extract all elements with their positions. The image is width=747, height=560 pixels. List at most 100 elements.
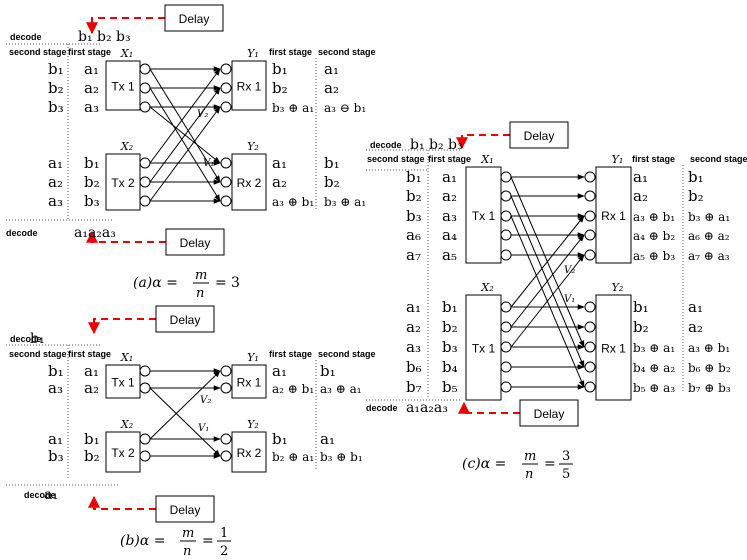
panel_c-rx2-port	[584, 361, 596, 373]
panel_c-tx1-first-stage-symbol: a₂	[442, 187, 457, 205]
panel_b-v1-label: V₁	[198, 423, 209, 434]
panel_b-delay-label-top: Delay	[170, 313, 201, 327]
panel_c-rx1-second-stage-symbol: a₆ ⊕ a₂	[688, 229, 730, 243]
panel_b-tx2-first-stage-symbol: b₂	[84, 447, 100, 465]
panel_b-caption-equals: =	[202, 533, 214, 549]
panel_c-rx1-name: Rx 1	[601, 209, 626, 223]
panel_b-rx2-first-stage-symbol: b₁	[272, 430, 288, 448]
panel_a-tx1-first-stage-symbol: a₁	[84, 60, 99, 78]
panel_c-rx2-name: Rx 1	[601, 342, 626, 356]
panel_c-caption-prefix: (c)α =	[462, 456, 506, 472]
panel_c-tx2-box	[465, 294, 502, 401]
panel_c-tx1-port	[500, 249, 512, 261]
panel_c-feedback-bottom	[458, 401, 520, 414]
panel_c-delay-label-bottom: Delay	[534, 407, 565, 421]
panel_a-v1-label: V₁	[203, 158, 214, 169]
panel_b-tx1-first-stage-symbol: a₁	[84, 362, 99, 380]
panel_a-delay-box-top	[164, 4, 224, 32]
panel_b-delay-box-top	[155, 305, 215, 333]
panel_b-feedback-bottom	[88, 495, 156, 510]
panel_c-tx1-first-stage-symbol: a₁	[442, 168, 457, 186]
panel_a-delay-label-top: Delay	[179, 12, 210, 26]
panel_c-tx1-second-stage-symbol: b₂	[406, 187, 422, 205]
panel_c-tx1-box	[465, 166, 502, 264]
panel_a-tx2-port	[139, 157, 151, 169]
panel_b-tx1-first-stage-symbol: a₂	[84, 379, 99, 397]
panel_a-header-first-stage-right: first stage	[269, 47, 312, 57]
panel_c-tx2-first-stage-symbol: b₄	[442, 358, 458, 376]
panel_b-decode-bottom-symbols: a₁	[44, 487, 58, 503]
panel_a-node-y1: Y₁	[247, 47, 259, 60]
panel_b-tx1-port	[139, 365, 151, 377]
panel_a-rx2-second-stage-symbol: b₂	[324, 173, 340, 191]
panel_b-caption-rhs-denominator: 2	[220, 544, 228, 559]
panel_c-rx2-first-stage-symbol: b₃ ⊕ a₁	[633, 341, 675, 355]
panel_a-rx1-first-stage-symbol: b₁	[272, 60, 288, 78]
panel_a-rx2-name: Rx 2	[237, 176, 262, 190]
panel_a-rx2-box	[231, 153, 267, 211]
panel_c-caption-rhs-denominator: 5	[562, 467, 570, 482]
panel_c-link-cross	[510, 254, 585, 348]
panel_a-decode-bottom-label: decode	[6, 228, 38, 238]
panel_c-rx2-port	[584, 341, 596, 353]
panel_c-rx1-port	[584, 190, 596, 202]
panel_c-rx2-second-stage-symbol: b₇ ⊕ b₃	[688, 381, 731, 395]
panel_c-node-y2: Y₂	[612, 281, 624, 294]
panel_c-rx1-first-stage-symbol: a₃ ⊕ b₁	[633, 210, 675, 224]
panel_c-caption: (c)α =mn=35	[462, 449, 573, 482]
panel_a-tx1-first-stage-symbol: a₂	[84, 79, 99, 97]
panel_b-tx2-port	[139, 450, 151, 462]
panel_c-rx2-second-stage-symbol: b₆ ⊕ b₂	[688, 361, 731, 375]
panel_b-tx1-box	[105, 364, 141, 399]
panel_a-decode-bottom-symbols: a₁a₂a₃	[74, 225, 116, 241]
panel_c-rx1-first-stage-symbol: a₄ ⊕ b₂	[633, 229, 675, 243]
panel_a-link-cross	[149, 68, 221, 183]
panel_a-tx1-second-stage-symbol: b₁	[48, 60, 64, 78]
panel_c-decode-top-label: decode	[370, 140, 402, 150]
panel_c-rx1-second-stage-symbol: b₃ ⊕ a₁	[688, 210, 730, 224]
panel_c-tx2-port	[500, 361, 512, 373]
panel_a-rx1-first-stage-symbol: b₂	[272, 79, 288, 97]
panel_c-tx2-port	[500, 341, 512, 353]
panel_b-node-x2: X₂	[120, 418, 133, 431]
panel_c-feedback-top	[456, 134, 510, 150]
panel_b-decode-top-label: decode	[10, 334, 42, 344]
panel_c-rx2-port	[584, 301, 596, 313]
panel_b-tx2-second-stage-symbol: b₃	[48, 447, 64, 465]
panel_b-rx1-name: Rx 1	[237, 376, 262, 390]
panel_c-tx2-port	[500, 301, 512, 313]
panel_a-node-x1: X₁	[120, 47, 133, 60]
panel_a-rx2-first-stage-symbol: a₁	[272, 154, 287, 172]
panel_c-rx2-second-stage-symbol: a₁	[688, 298, 703, 316]
panel_c-tx2-second-stage-symbol: b₆	[406, 358, 422, 376]
panel_c-rx1-second-stage-symbol: b₂	[688, 187, 704, 205]
panel_c-rx1-port	[584, 249, 596, 261]
panel_b-tx2-box	[105, 431, 141, 473]
panel_a-link-cross	[149, 87, 221, 183]
panel_a-node-x2: X₂	[120, 140, 133, 153]
panel_a-tx2-first-stage-symbol: b₂	[84, 173, 100, 191]
panel_c-rx1-port	[584, 229, 596, 241]
panel_c-caption-equals: =	[544, 456, 556, 472]
panel_a-tx1-first-stage-symbol: a₃	[84, 98, 99, 116]
panel_a-rx2-first-stage-symbol: a₂	[272, 173, 287, 191]
panel_a-decode-top-symbols: b₁ b₂ b₃	[78, 29, 131, 45]
panel_c-tx1-second-stage-symbol: b₃	[406, 207, 422, 225]
panel_b-tx1-second-stage-symbol: a₃	[48, 379, 63, 397]
panel_c-caption-rhs-numerator: 3	[562, 449, 570, 464]
panel_a-rx1-name: Rx 1	[237, 80, 262, 94]
panel_a-tx1-port	[139, 63, 151, 75]
panel_c-rx1-first-stage-symbol: a₂	[633, 187, 648, 205]
panel_a-header-second-stage-right: second stage	[318, 47, 376, 57]
panel_c-rx2-first-stage-symbol: b₁	[633, 298, 649, 316]
panel_a-caption-denominator: n	[196, 286, 204, 301]
panel_b-tx2-port	[139, 433, 151, 445]
panel_a-rx1-port	[220, 63, 232, 75]
panel_c-rx2-port	[584, 381, 596, 393]
panel_c-decode-top-symbols: b₁ b₂ b₃	[410, 137, 463, 153]
panel_c-v2-label: V₂	[564, 265, 575, 276]
panel_a-tx2-port	[139, 176, 151, 188]
panel_b-rx1-second-stage-symbol: b₁	[320, 362, 336, 380]
panel_a-tx2-first-stage-symbol: b₁	[84, 154, 100, 172]
panel_c-tx1-name: Tx 1	[472, 209, 496, 223]
